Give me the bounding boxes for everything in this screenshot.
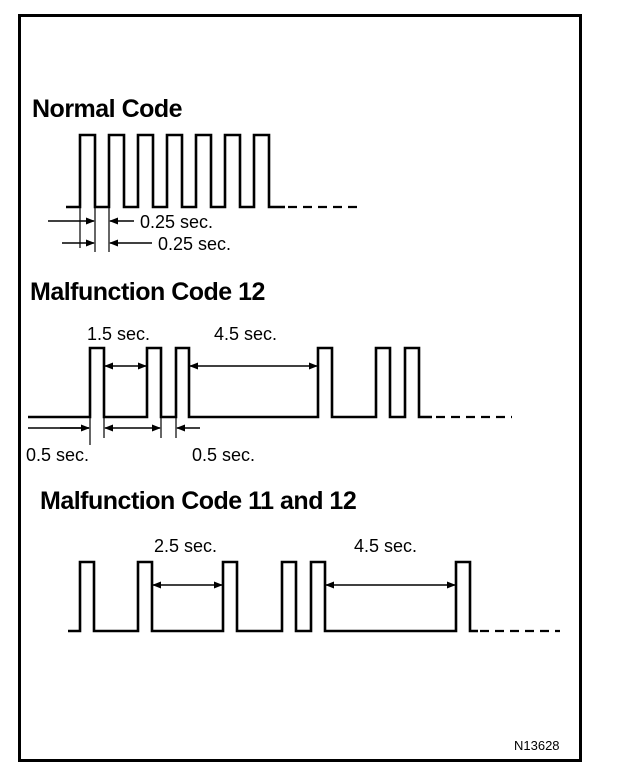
code12-label-0-5-left: 0.5 sec. xyxy=(26,445,89,465)
code12-title: Malfunction Code 12 xyxy=(30,278,265,306)
figure-number: N13628 xyxy=(514,738,560,753)
code12-label-1-5: 1.5 sec. xyxy=(87,324,150,344)
code11-12-label-4-5: 4.5 sec. xyxy=(354,536,417,556)
code12-label-0-5-right: 0.5 sec. xyxy=(192,445,255,465)
code11-12-title: Malfunction Code 11 and 12 xyxy=(40,487,356,515)
normal-code-waveform xyxy=(66,133,285,209)
code11-12-label-2-5: 2.5 sec. xyxy=(154,536,217,556)
code11-12-waveform xyxy=(68,560,478,633)
normal-label-025-upper: 0.25 sec. xyxy=(140,212,213,232)
code12-label-4-5: 4.5 sec. xyxy=(214,324,277,344)
normal-label-025-lower: 0.25 sec. xyxy=(158,234,231,254)
diagram-frame xyxy=(18,14,582,762)
code12-waveform xyxy=(28,346,432,419)
normal-code-title: Normal Code xyxy=(32,95,183,123)
